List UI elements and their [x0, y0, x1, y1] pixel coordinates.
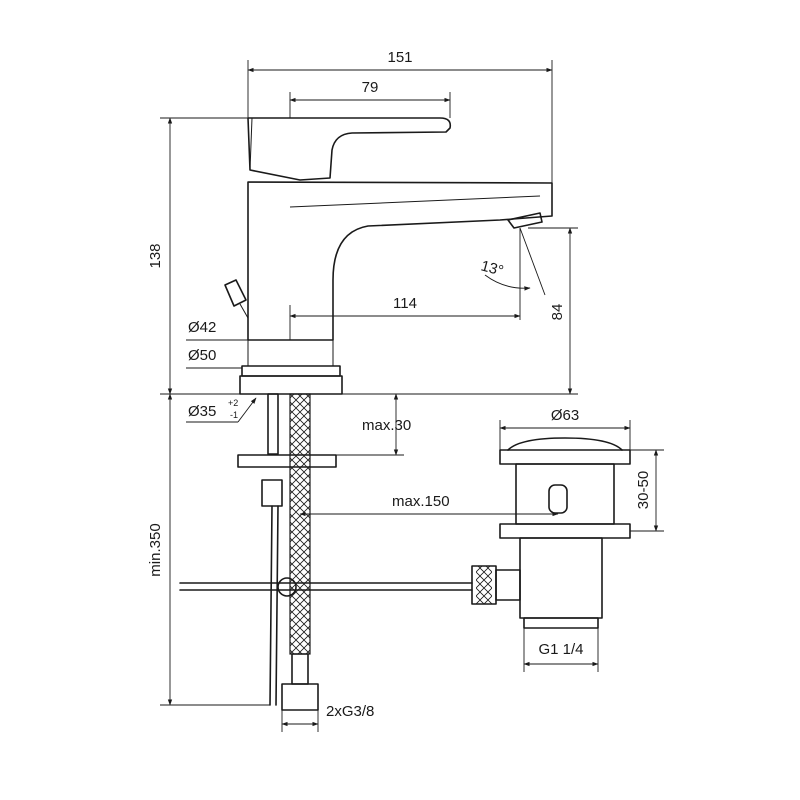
- mounting-nut: [237, 454, 337, 468]
- spout-body: [247, 181, 553, 341]
- waste-slot: [548, 484, 568, 514]
- dim-hole-diameter: Ø35: [188, 403, 216, 420]
- dim-lever-length: 79: [362, 79, 379, 96]
- dim-min-height: min.350: [147, 523, 164, 576]
- waste-assembly: [471, 437, 631, 629]
- dim-deck-max: max.30: [362, 417, 411, 434]
- aerator: [507, 212, 543, 229]
- dim-waste-thread: G1 1/4: [538, 641, 583, 658]
- dim-overall-width: 151: [387, 49, 412, 66]
- lever-handle: [247, 117, 452, 181]
- dim-spout-reach: 114: [393, 295, 417, 312]
- dim-waste-max: max.150: [392, 493, 450, 510]
- dim-hole-tol-plus: +2: [228, 398, 238, 408]
- dim-diameter-50: Ø50: [188, 347, 216, 364]
- mounting-hardware: [237, 393, 337, 706]
- waste-plug: [499, 449, 631, 465]
- faucet-body: [224, 117, 553, 395]
- popup-linkage: [179, 577, 473, 597]
- dim-hose-thread: 2xG3/8: [326, 703, 374, 720]
- popup-knob: [224, 279, 247, 307]
- dim-diameter-42: Ø42: [188, 319, 216, 336]
- base-plate: [241, 365, 341, 377]
- dim-spout-angle: 13°: [479, 257, 505, 279]
- dim-spout-height: 84: [549, 304, 566, 321]
- flexible-hose: [281, 393, 319, 711]
- dim-waste-diameter: Ø63: [551, 407, 579, 424]
- hose-nut: [281, 683, 319, 711]
- dim-hole-tol-minus: -1: [230, 410, 238, 420]
- dim-waste-height: 30-50: [635, 471, 652, 509]
- dim-height: 138: [147, 243, 164, 268]
